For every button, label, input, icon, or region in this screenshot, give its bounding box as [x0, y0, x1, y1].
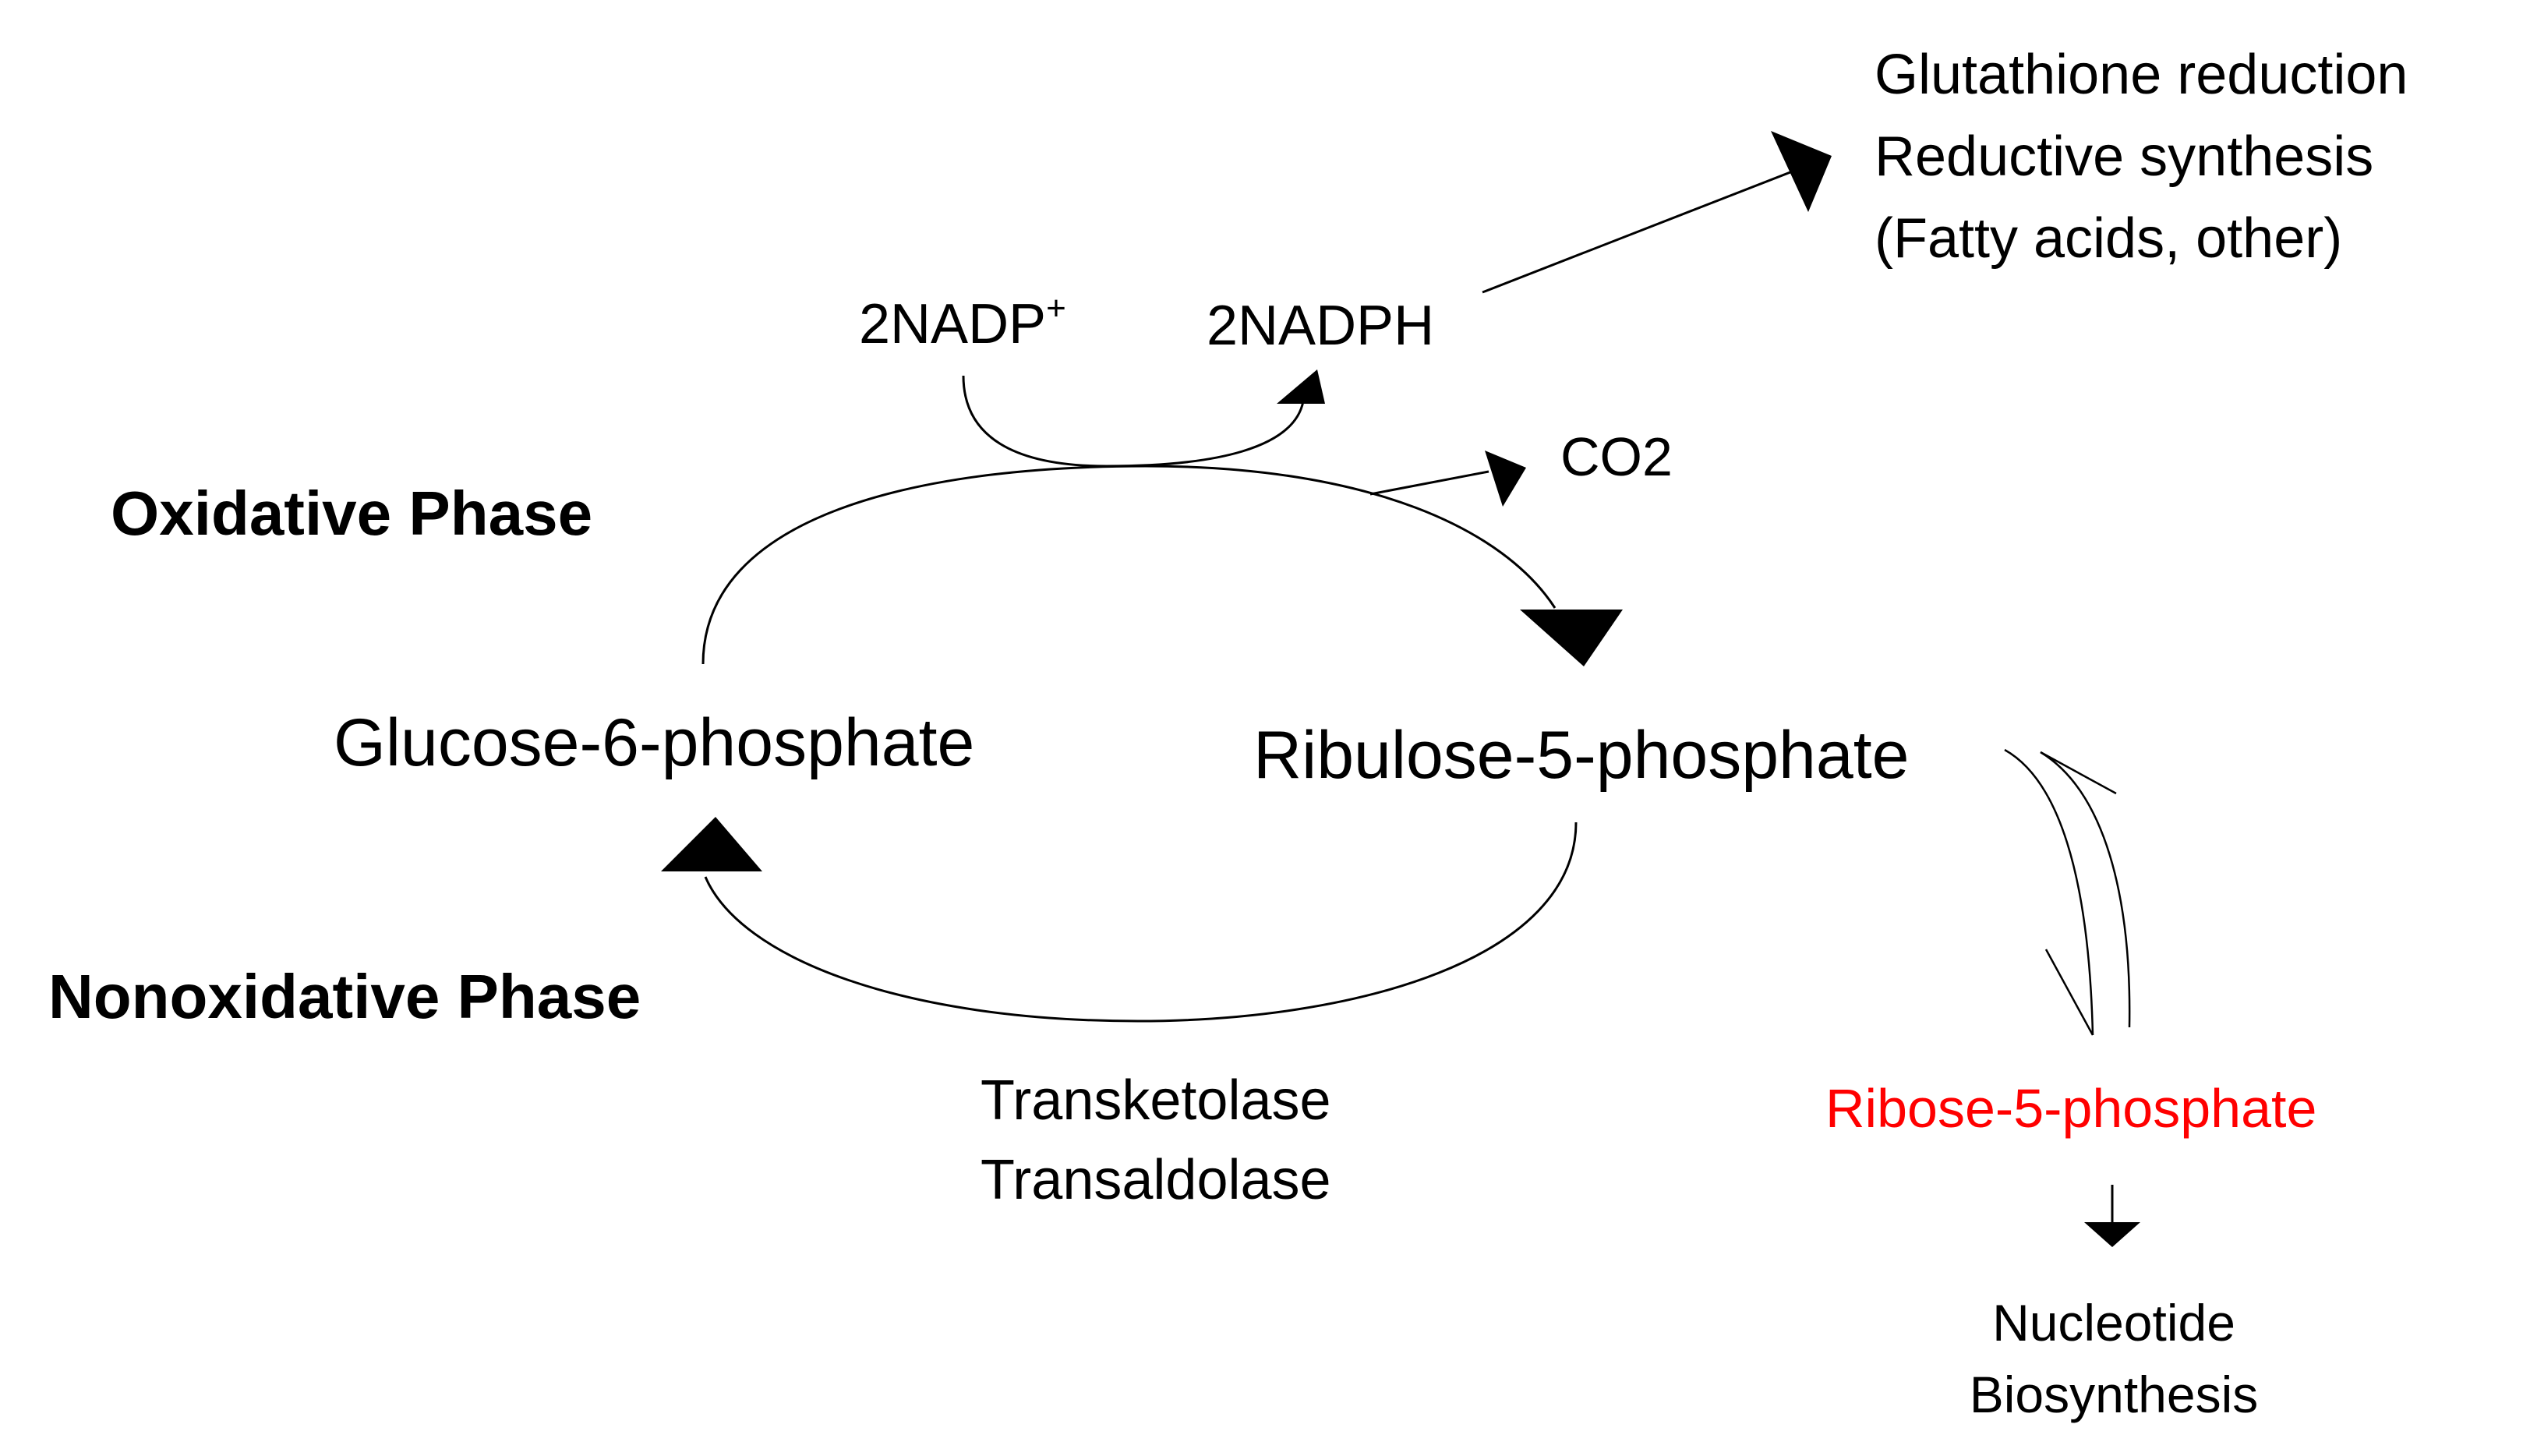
- nadph-use-arrowhead: [1771, 131, 1832, 212]
- nadp-base-text: 2NADP: [859, 293, 1046, 355]
- isomerase-harpoon-down: [2004, 748, 2094, 1036]
- isomerase-harpoon-down-barb: [2044, 949, 2094, 1036]
- ribulose-5-phosphate-label: Ribulose-5-phosphate: [1253, 718, 1909, 793]
- nadp-charge-superscript: +: [1046, 289, 1066, 327]
- ribose-5-phosphate-label: Ribose-5-phosphate: [1825, 1078, 2316, 1139]
- nadph-use-line-1: Glutathione reduction: [1875, 44, 2408, 106]
- co2-label: CO2: [1560, 426, 1673, 487]
- enzyme-transketolase: Transketolase: [981, 1069, 1331, 1132]
- oxidative-arc: [701, 465, 1557, 665]
- nadph-use-arrow-line: [1482, 164, 1809, 294]
- enzyme-transaldolase: Transaldolase: [981, 1149, 1331, 1211]
- nadph-arrowhead: [1277, 369, 1325, 404]
- nadph-use-line-3: (Fatty acids, other): [1875, 207, 2342, 270]
- nonoxidative-arrowhead: [661, 817, 762, 871]
- nadp-reduction-arc: [962, 375, 1305, 468]
- nucleotide-arrowhead: [2084, 1222, 2140, 1247]
- co2-arrow-line: [1369, 470, 1489, 496]
- nadp-label: 2NADP+: [859, 289, 1066, 355]
- oxidative-phase-label: Oxidative Phase: [111, 479, 592, 548]
- oxidative-arrowhead: [1520, 610, 1623, 666]
- glucose-6-phosphate-label: Glucose-6-phosphate: [334, 705, 974, 780]
- nonoxidative-phase-label: Nonoxidative Phase: [48, 962, 641, 1031]
- nadph-use-line-2: Reductive synthesis: [1875, 125, 2373, 188]
- co2-arrowhead: [1485, 451, 1526, 507]
- ribose-use-line-2: Biosynthesis: [1970, 1366, 2259, 1423]
- isomerase-harpoon-up: [2040, 751, 2131, 1028]
- ribose-use-line-1: Nucleotide: [1992, 1294, 2235, 1352]
- nonoxidative-arc: [704, 822, 1578, 1023]
- nadph-label: 2NADPH: [1207, 295, 1434, 357]
- isomerase-harpoon-up-barb: [2040, 751, 2117, 795]
